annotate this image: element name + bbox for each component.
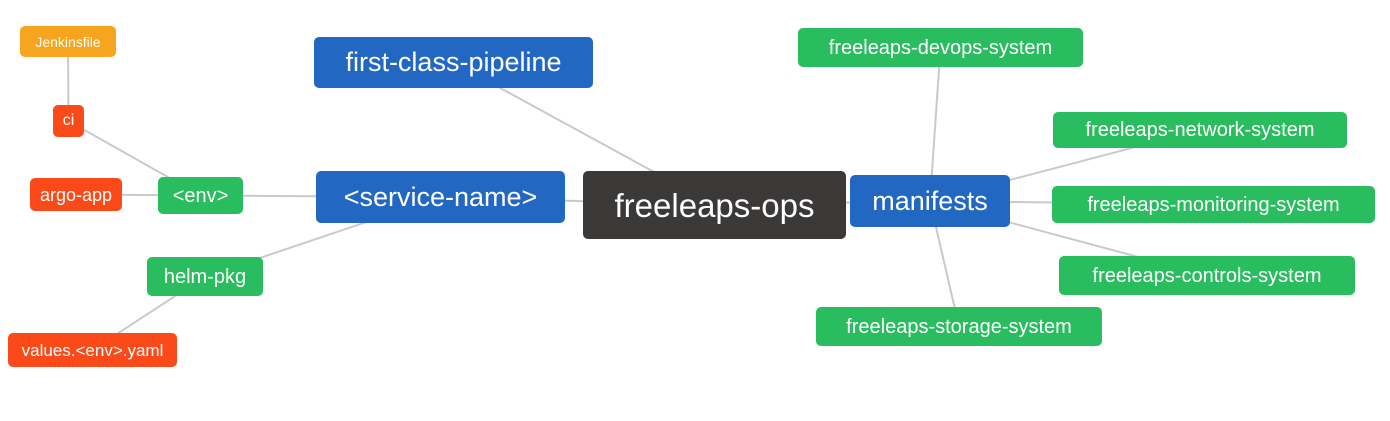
node-freeleaps-devops-system[interactable]: freeleaps-devops-system [798,28,1083,67]
node-argo-app[interactable]: argo-app [30,178,122,211]
node-freeleaps-network-system[interactable]: freeleaps-network-system [1053,112,1347,148]
node-freeleaps-ops[interactable]: freeleaps-ops [583,171,846,239]
node-freeleaps-monitoring-system[interactable]: freeleaps-monitoring-system [1052,186,1375,223]
node-manifests[interactable]: manifests [850,175,1010,227]
node-freeleaps-storage-system[interactable]: freeleaps-storage-system [816,307,1102,346]
node-env[interactable]: <env> [158,177,243,214]
node-service-name[interactable]: <service-name> [316,171,565,223]
node-ci[interactable]: ci [53,105,84,137]
node-freeleaps-controls-system[interactable]: freeleaps-controls-system [1059,256,1355,295]
node-first-class-pipeline[interactable]: first-class-pipeline [314,37,593,88]
node-jenkinsfile[interactable]: Jenkinsfile [20,26,116,57]
node-values-env-yaml[interactable]: values.<env>.yaml [8,333,177,367]
node-helm-pkg[interactable]: helm-pkg [147,257,263,296]
